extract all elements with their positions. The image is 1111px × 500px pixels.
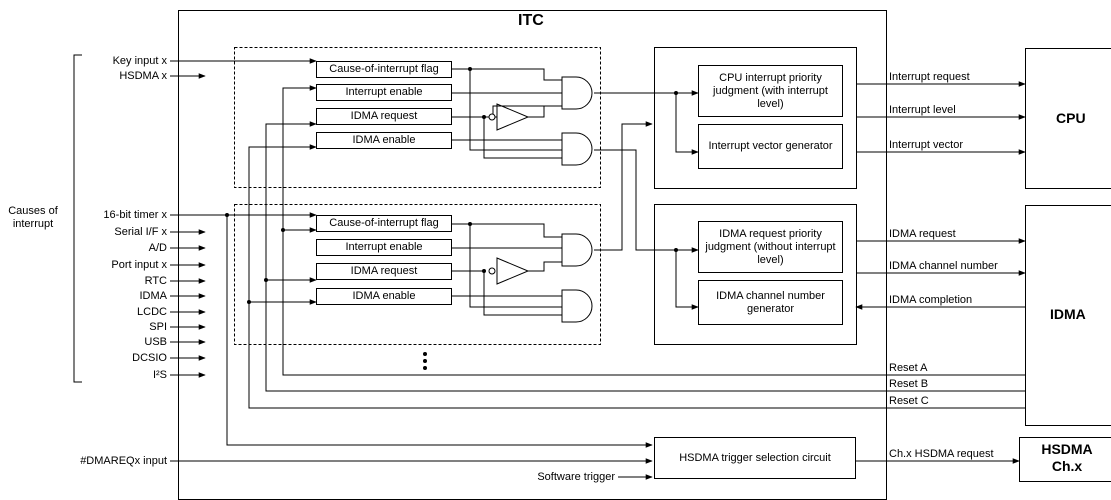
hsdma-block-label: HSDMA Ch.x [1041, 441, 1093, 474]
signal-idma-channel-number: IDMA channel number [889, 260, 998, 272]
dmareq-input-label: #DMAREQx input [80, 455, 167, 467]
source-key-input: Key input x [112, 55, 167, 67]
source-dcsio: DCSIO [132, 352, 167, 364]
idma-request-register: IDMA request [316, 108, 452, 125]
interrupt-enable-register: Interrupt enable [316, 84, 452, 101]
reset-c-label: Reset C [889, 395, 929, 407]
source-serial-if: Serial I/F x [114, 226, 167, 238]
source-idma: IDMA [139, 290, 168, 302]
idma-enable-register: IDMA enable [316, 132, 452, 149]
source-16bit-timer: 16-bit timer x [103, 209, 167, 221]
cpu-priority-judgment: CPU interrupt priority judgment (with in… [698, 65, 843, 117]
signal-interrupt-request: Interrupt request [889, 71, 970, 83]
reset-a-label: Reset A [889, 362, 928, 374]
signal-interrupt-vector: Interrupt vector [889, 139, 963, 151]
itc-title: ITC [518, 12, 544, 29]
interrupt-enable-register-2: Interrupt enable [316, 239, 452, 256]
causes-of-interrupt-label: Causes of interrupt [8, 205, 58, 230]
reset-b-label: Reset B [889, 378, 929, 390]
source-hsdma: HSDMA x [119, 70, 167, 82]
source-spi: SPI [149, 321, 167, 333]
signal-interrupt-level: Interrupt level [889, 104, 956, 116]
source-port-input: Port input x [111, 259, 167, 271]
idma-channel-number-generator: IDMA channel number generator [698, 280, 843, 325]
source-usb: USB [144, 336, 167, 348]
signal-idma-completion: IDMA completion [889, 294, 973, 306]
idma-request-register-2: IDMA request [316, 263, 452, 280]
idma-block-label: IDMA [1050, 306, 1086, 322]
cpu-block-label: CPU [1056, 110, 1086, 126]
signal-idma-request: IDMA request [889, 228, 956, 240]
idma-enable-register-2: IDMA enable [316, 288, 452, 305]
hsdma-trigger-selection: HSDMA trigger selection circuit [654, 437, 856, 479]
software-trigger-label: Software trigger [537, 471, 615, 483]
idma-priority-judgment: IDMA request priority judgment (without … [698, 221, 843, 273]
hsdma-request-label: Ch.x HSDMA request [889, 448, 994, 460]
interrupt-vector-generator: Interrupt vector generator [698, 124, 843, 169]
source-ad: A/D [148, 242, 167, 254]
source-lcdc: LCDC [137, 306, 167, 318]
source-rtc: RTC [144, 275, 167, 287]
cause-flag-register: Cause-of-interrupt flag [316, 61, 452, 78]
source-i2s: I²S [152, 369, 167, 381]
cause-flag-register-2: Cause-of-interrupt flag [316, 215, 452, 232]
